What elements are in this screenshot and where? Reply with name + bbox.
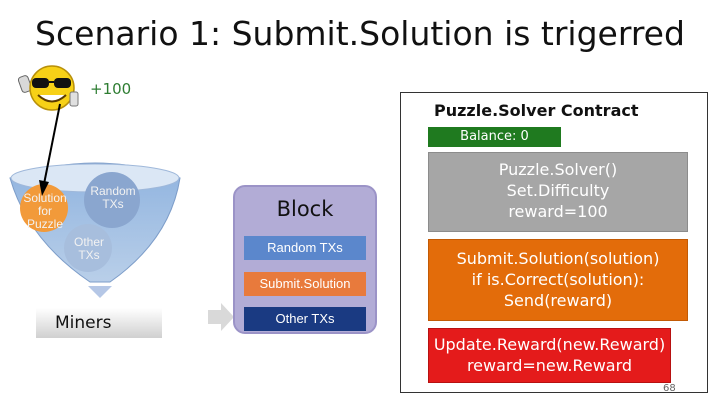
function-line: Send(reward) [503, 291, 613, 310]
slide-title: Scenario 1: Submit.Solution is trigerred [35, 14, 685, 53]
block: Block Random TXs Submit.Solution Other T… [233, 185, 377, 334]
solution-label: Solution for Puzzle [23, 191, 67, 231]
random-tx-label: Random TXs [90, 184, 136, 211]
miners-box [36, 308, 162, 338]
contract-box [400, 92, 708, 393]
function-update-reward: Update.Reward(new.Reward) reward=new.Rew… [428, 328, 671, 383]
function-line: Set.Difficulty [506, 181, 610, 200]
function-line: Update.Reward(new.Reward) [433, 335, 666, 354]
other-tx-bubble [64, 224, 112, 272]
random-tx-bubble [84, 172, 140, 228]
page-number: 68 [663, 383, 676, 394]
function-line: Puzzle.Solver() [498, 160, 618, 179]
function-line: if is.Correct(solution): [471, 270, 645, 289]
balance-badge: Balance: 0 [428, 127, 561, 147]
smiley-sunglasses-icon [18, 65, 79, 111]
right-arrow-icon [208, 303, 234, 331]
function-submit-solution: Submit.Solution(solution) if is.Correct(… [428, 239, 688, 321]
contract-title: Puzzle.Solver Contract [434, 101, 639, 120]
reward-delta: +100 [90, 80, 132, 98]
miners-label: Miners [55, 313, 112, 333]
function-line: reward=new.Reward [466, 356, 633, 375]
other-tx-label: Other TXs [73, 235, 104, 262]
function-line: reward=100 [508, 202, 608, 221]
block-item-other-txs: Other TXs [244, 307, 366, 331]
solution-bubble [20, 184, 68, 232]
block-item-submit-solution: Submit.Solution [244, 272, 366, 296]
transaction-funnel [9, 162, 181, 298]
funnel-down-arrow [88, 286, 112, 298]
function-puzzle-solver: Puzzle.Solver() Set.Difficulty reward=10… [428, 152, 688, 232]
function-line: Submit.Solution(solution) [456, 249, 660, 268]
block-label: Block [276, 197, 334, 221]
pointer-arrow [39, 103, 61, 196]
block-item-random-txs: Random TXs [244, 236, 366, 260]
